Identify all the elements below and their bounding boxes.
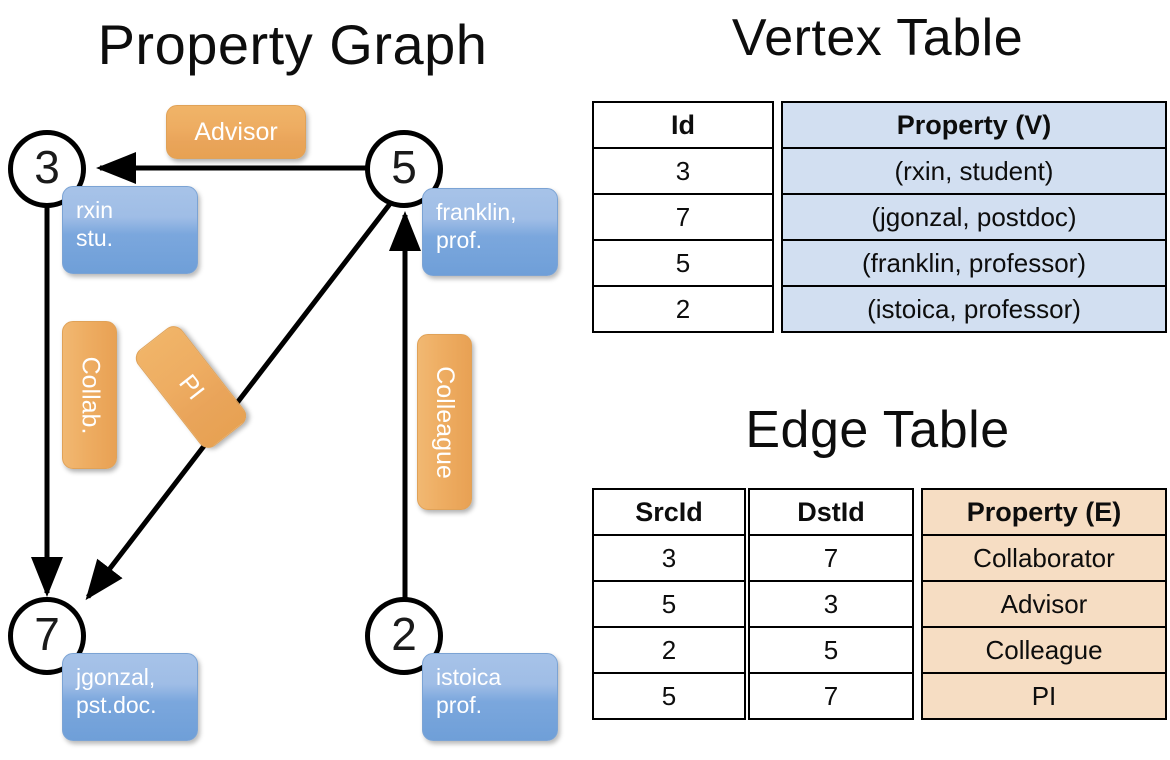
table-row: (istoica, professor) (781, 285, 1167, 333)
table-row: 5 (592, 672, 746, 720)
edge-table-srcid-column: SrcId 3 5 2 5 (592, 488, 746, 720)
table-row: 7 (748, 672, 914, 720)
vertex-table-id-column: Id 3 7 5 2 (592, 101, 774, 333)
edge-header-srcid: SrcId (592, 488, 746, 536)
table-header-row: Property (E) (921, 488, 1167, 536)
table-row: 3 (748, 580, 914, 628)
graph-node-5-id: 5 (391, 141, 417, 193)
edge-cell-property: Collaborator (921, 534, 1167, 582)
edge-cell-srcid: 2 (592, 626, 746, 674)
vertex-header-property: Property (V) (781, 101, 1167, 149)
table-row: 5 (748, 626, 914, 674)
edge-cell-dstid: 3 (748, 580, 914, 628)
vertex-cell-property: (rxin, student) (781, 147, 1167, 195)
edge-label-pi-text: PI (173, 368, 210, 405)
graph-node-5[interactable]: 5 (365, 130, 443, 208)
table-header-row: SrcId (592, 488, 746, 536)
vertex-table-property-column: Property (V) (rxin, student) (jgonzal, p… (781, 101, 1167, 333)
edge-cell-dstid: 7 (748, 672, 914, 720)
table-header-row: Id (592, 101, 774, 149)
node-5-property-line1: franklin, (436, 199, 517, 225)
table-row: 3 (592, 147, 774, 195)
edge-label-collab-text: Collab. (76, 356, 105, 434)
table-header-row: Property (V) (781, 101, 1167, 149)
graph-node-7-id: 7 (34, 608, 60, 660)
edge-cell-srcid: 3 (592, 534, 746, 582)
table-row: 2 (592, 285, 774, 333)
edge-cell-property: PI (921, 672, 1167, 720)
edge-cell-property: Colleague (921, 626, 1167, 674)
edge-cell-srcid: 5 (592, 672, 746, 720)
graph-edges (31, 152, 421, 605)
table-row: 5 (592, 580, 746, 628)
edge-5-to-7 (85, 194, 398, 601)
table-row: 3 (592, 534, 746, 582)
vertex-cell-property: (jgonzal, postdoc) (781, 193, 1167, 241)
table-row: PI (921, 672, 1167, 720)
node-7-property-line2: pst.doc. (76, 692, 157, 719)
node-3-property-line2: stu. (76, 225, 114, 252)
edge-table-dstid-column: DstId 7 3 5 7 (748, 488, 914, 720)
edge-label-collab: Collab. (62, 321, 117, 469)
vertex-cell-property: (istoica, professor) (781, 285, 1167, 333)
page-title-vertex-table: Vertex Table (731, 9, 1024, 67)
table-row: (rxin, student) (781, 147, 1167, 195)
graph-node-3-id: 3 (34, 141, 60, 193)
edge-label-colleague-text: Colleague (431, 365, 459, 479)
vertex-cell-id: 7 (592, 193, 774, 241)
table-row: 2 (592, 626, 746, 674)
page-title-edge-table: Edge Table (745, 401, 1010, 459)
table-row: Colleague (921, 626, 1167, 674)
page-title-property-graph: Property Graph (97, 13, 488, 76)
node-3-property-box: rxin stu. (62, 186, 198, 274)
vertex-cell-id: 3 (592, 147, 774, 195)
edge-label-advisor: Advisor (166, 105, 306, 159)
graph-node-2[interactable]: 2 (365, 597, 443, 675)
edge-cell-srcid: 5 (592, 580, 746, 628)
node-2-property-box: istoica prof. (422, 653, 558, 741)
edge-header-dstid: DstId (748, 488, 914, 536)
node-5-property-box: franklin, prof. (422, 188, 558, 276)
node-3-property-line1: rxin (76, 197, 114, 223)
table-row: (franklin, professor) (781, 239, 1167, 287)
edge-cell-property: Advisor (921, 580, 1167, 628)
node-7-property-box: jgonzal, pst.doc. (62, 653, 198, 741)
table-header-row: DstId (748, 488, 914, 536)
table-row: (jgonzal, postdoc) (781, 193, 1167, 241)
table-row: Advisor (921, 580, 1167, 628)
vertex-cell-id: 5 (592, 239, 774, 287)
edge-cell-dstid: 5 (748, 626, 914, 674)
node-2-property-line1: istoica (436, 664, 502, 690)
table-row: 7 (592, 193, 774, 241)
table-row: Collaborator (921, 534, 1167, 582)
node-7-property-line1: jgonzal, (76, 664, 156, 690)
edge-label-advisor-text: Advisor (194, 117, 278, 146)
edge-cell-dstid: 7 (748, 534, 914, 582)
table-row: 5 (592, 239, 774, 287)
vertex-cell-id: 2 (592, 285, 774, 333)
node-5-property-line2: prof. (436, 227, 483, 254)
node-2-property-line2: prof. (436, 692, 483, 719)
vertex-cell-property: (franklin, professor) (781, 239, 1167, 287)
edge-header-property: Property (E) (921, 488, 1167, 536)
vertex-header-id: Id (592, 101, 774, 149)
table-row: 7 (748, 534, 914, 582)
graph-node-2-id: 2 (391, 608, 417, 660)
edge-table-property-column: Property (E) Collaborator Advisor Collea… (921, 488, 1167, 720)
edge-label-colleague: Colleague (417, 334, 472, 510)
